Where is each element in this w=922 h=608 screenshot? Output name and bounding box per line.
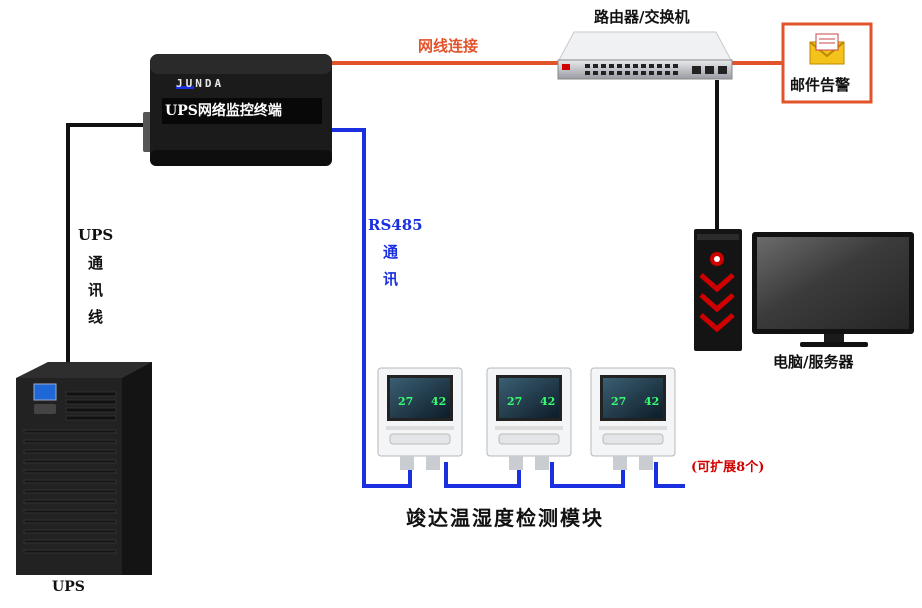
network-cable-label: 网线连接: [418, 37, 479, 55]
ups-cable-label-4: 线: [88, 308, 104, 326]
email-alarm-box: [781, 22, 873, 104]
monitor: [752, 232, 914, 347]
sensor-module-caption: 竣达温湿度检测模块: [406, 506, 604, 530]
computer-tower: [694, 229, 742, 351]
rs485-bus-line: [330, 128, 412, 488]
router-label: 路由器/交换机: [594, 8, 690, 26]
sensor-2-humidity: 42: [540, 395, 556, 408]
terminal-brand-logo: JUNDA: [176, 77, 225, 90]
connection-lines: [66, 61, 782, 488]
email-alarm-label: 邮件告警: [790, 76, 851, 94]
rs485-link-2-3: [550, 462, 625, 488]
rs485-link-1-2: [444, 462, 521, 488]
ups-device: [16, 362, 152, 575]
sensor-1-temp: 27: [398, 395, 414, 408]
rs485-label-2: 通: [383, 243, 399, 261]
ups-cable-label-3: 讯: [88, 281, 104, 299]
sensor-2-temp: 27: [507, 395, 523, 408]
sensor-1-humidity: 42: [431, 395, 447, 408]
expand-note: (可扩展8个): [691, 460, 765, 475]
sensor-units: [377, 367, 676, 470]
ups-cable-label-1: UPS: [78, 226, 114, 244]
ups-network-terminal: [143, 54, 332, 166]
sensor-3-humidity: 42: [644, 395, 660, 408]
ups-cable-label-2: 通: [88, 254, 104, 272]
ups-communication-line: [66, 123, 150, 365]
sensor-module-1: [377, 367, 463, 470]
rs485-label-1: RS485: [368, 216, 423, 234]
sensor-module-3: [590, 367, 676, 470]
rs485-label-3: 讯: [383, 270, 399, 288]
rs485-expansion-line: [654, 462, 685, 488]
sensor-3-temp: 27: [611, 395, 627, 408]
computer-label: 电脑/服务器: [773, 353, 854, 371]
sensor-module-2: [486, 367, 572, 470]
router-switch: [557, 31, 733, 80]
terminal-label: UPS网络监控终端: [165, 103, 282, 119]
envelope-icon: [809, 33, 845, 65]
ups-label: UPS: [52, 579, 85, 595]
